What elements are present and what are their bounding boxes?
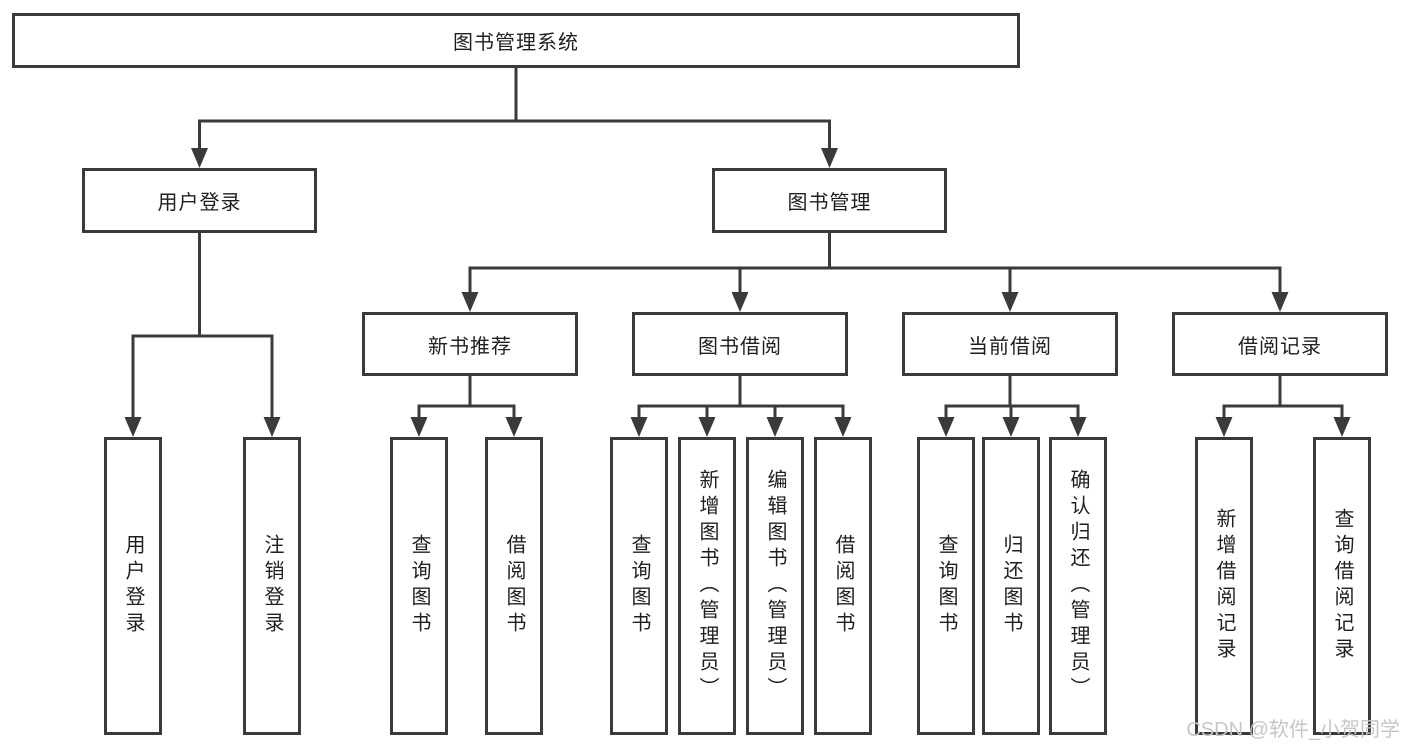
leaf-query-book-1: 查询图书 — [390, 437, 448, 735]
arrowhead-icon — [1271, 292, 1289, 312]
node-borrow-record: 借阅记录 — [1172, 312, 1388, 376]
node-user-login: 用户登录 — [82, 168, 317, 233]
node-label: 归还图书 — [1000, 534, 1022, 638]
node-label: 查询图书 — [935, 534, 957, 638]
arrowhead-icon — [1069, 417, 1087, 437]
node-label: 借阅图书 — [832, 534, 854, 638]
edge-root-to-level2 — [198, 68, 831, 150]
node-label: 注销登录 — [261, 534, 283, 638]
node-label: 确认归还（管理员） — [1067, 469, 1089, 703]
leaf-return-book: 归还图书 — [982, 437, 1040, 735]
node-label: 图书管理系统 — [453, 32, 579, 54]
edge-bookmgmt-to-level3 — [468, 233, 1282, 294]
arrowhead-icon — [505, 417, 523, 437]
arrowhead-icon — [821, 148, 838, 168]
node-label: 借阅图书 — [503, 534, 525, 638]
arrowhead-icon — [124, 417, 142, 437]
leaf-logout: 注销登录 — [243, 437, 301, 735]
arrowhead-icon — [410, 417, 428, 437]
node-book-management: 图书管理 — [712, 168, 947, 233]
arrowhead-icon — [191, 148, 208, 168]
edge-borrow-to-leaves — [637, 376, 845, 420]
node-label: 当前借阅 — [968, 335, 1052, 358]
leaf-borrow-book-1: 借阅图书 — [485, 437, 543, 735]
arrowhead-icon — [1001, 292, 1019, 312]
leaf-query-book-2: 查询图书 — [610, 437, 668, 735]
leaf-query-book-3: 查询图书 — [917, 437, 975, 735]
node-label: 用户登录 — [157, 192, 242, 214]
node-label: 查询图书 — [408, 534, 430, 638]
edge-userlogin-to-leaves — [131, 233, 274, 419]
edge-newbook-to-leaves — [417, 376, 516, 420]
csdn-watermark: CSDN @软件_小贺同学 — [1186, 719, 1400, 741]
node-label: 借阅记录 — [1238, 335, 1322, 358]
node-book-borrow: 图书借阅 — [632, 312, 848, 376]
node-current-borrow: 当前借阅 — [902, 312, 1118, 376]
node-label: 新书推荐 — [428, 335, 512, 358]
node-label: 图书管理 — [787, 192, 872, 214]
arrowhead-icon — [1002, 417, 1020, 437]
arrowhead-icon — [698, 417, 716, 437]
leaf-query-borrow-record: 查询借阅记录 — [1313, 437, 1371, 735]
arrowhead-icon — [1333, 417, 1351, 437]
node-new-book-recommend: 新书推荐 — [362, 312, 578, 376]
leaf-confirm-return-admin: 确认归还（管理员） — [1049, 437, 1107, 735]
arrowhead-icon — [1215, 417, 1233, 437]
arrowhead-icon — [937, 417, 955, 437]
node-label: 查询图书 — [628, 534, 650, 638]
leaf-add-borrow-record: 新增借阅记录 — [1195, 437, 1253, 735]
node-label: 用户登录 — [122, 534, 144, 638]
node-label: 查询借阅记录 — [1331, 508, 1353, 664]
leaf-edit-book-admin: 编辑图书（管理员） — [746, 437, 804, 735]
node-label: 图书借阅 — [698, 335, 782, 358]
leaf-borrow-book-2: 借阅图书 — [814, 437, 872, 735]
edge-current-to-leaves — [944, 376, 1080, 420]
arrowhead-icon — [461, 292, 479, 312]
node-label: 新增图书（管理员） — [696, 469, 718, 703]
node-label: 编辑图书（管理员） — [764, 469, 786, 703]
arrowhead-icon — [630, 417, 648, 437]
leaf-user-login: 用户登录 — [104, 437, 162, 735]
arrowhead-icon — [263, 417, 281, 437]
arrowhead-icon — [766, 417, 784, 437]
edge-record-to-leaves — [1222, 376, 1344, 420]
leaf-add-book-admin: 新增图书（管理员） — [678, 437, 736, 735]
arrowhead-icon — [834, 417, 852, 437]
node-label: 新增借阅记录 — [1213, 508, 1235, 664]
node-library-system: 图书管理系统 — [12, 13, 1020, 68]
arrowhead-icon — [731, 292, 749, 312]
